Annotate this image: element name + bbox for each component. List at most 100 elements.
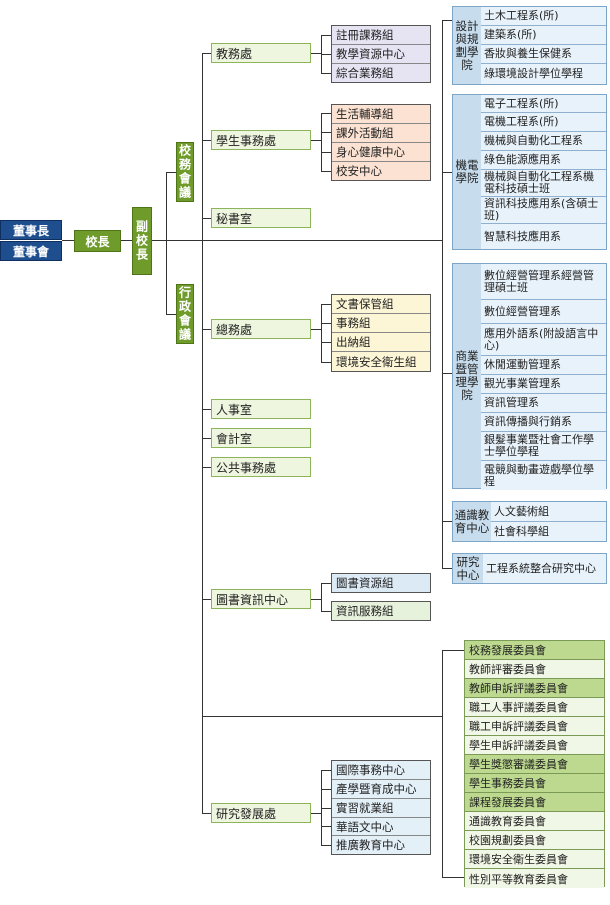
committee-item: 學生申訴評議委員會: [465, 736, 604, 755]
department-item: 應用外語系(附設語言中心): [481, 324, 606, 356]
unit-item: 出納組: [332, 333, 430, 352]
committee-item: 通識教育委員會: [465, 812, 604, 831]
office-secretariat-label: 秘書室: [216, 211, 253, 226]
school-affairs-council-box: 校務會議: [176, 142, 194, 202]
office-general-affairs-label: 總務處: [216, 322, 253, 337]
committee-item: 教師評審委員會: [465, 660, 604, 679]
committee-item: 職工人事評議委員會: [465, 698, 604, 717]
department-item: 觀光事業管理系: [481, 375, 606, 394]
vice-president-label: 副校長: [134, 220, 149, 262]
school-affairs-council-label: 校務會議: [177, 144, 192, 200]
office-student-affairs: 學生事務處: [211, 130, 311, 150]
office-student-affairs-label: 學生事務處: [216, 133, 277, 148]
unit-item: 綜合業務組: [332, 64, 430, 82]
administrative-council-label: 行政會議: [177, 286, 192, 342]
research-units: 國際事務中心 產學暨育成中心 實習就業組 華語文中心 推廣教育中心: [331, 760, 431, 855]
administrative-council-box: 行政會議: [176, 284, 194, 344]
office-research: 研究發展處: [211, 803, 311, 823]
board-chair-box: 董事長: [0, 220, 62, 240]
academic-units: 註冊課務組 教學資源中心 綜合業務組: [331, 25, 431, 83]
college-engineering: 機電學院 電子工程系(所) 電機工程系(所) 機械與自動化工程系 綠色能源應用系…: [452, 94, 607, 250]
office-library: 圖書資訊中心: [211, 589, 311, 609]
department-item: 數位經營管理系經營管理碩士班: [481, 264, 606, 300]
committee-item: 性別平等教育委員會: [465, 869, 604, 888]
committee-item: 學生事務委員會: [465, 774, 604, 793]
college-general-ed-name: 通識教育中心: [453, 502, 492, 541]
department-item: 建築系(所): [481, 26, 606, 45]
unit-item: 環境安全衛生組: [332, 352, 430, 371]
department-item: 機械與自動化工程系: [481, 132, 606, 151]
department-item: 休閒運動管理系: [481, 356, 606, 375]
library-unit-resources: 圖書資源組: [331, 573, 431, 593]
unit-item: 生活輔導組: [332, 105, 430, 124]
unit-item: 註冊課務組: [332, 26, 430, 45]
student-affairs-units: 生活輔導組 課外活動組 身心健康中心 校安中心: [331, 104, 431, 181]
committee-item: 校務發展委員會: [465, 641, 604, 660]
committee-item: 教師申訴評議委員會: [465, 679, 604, 698]
office-accounting: 會計室: [211, 428, 311, 448]
office-personnel-label: 人事室: [216, 402, 253, 417]
committee-item: 課程發展委員會: [465, 793, 604, 812]
unit-item: 推廣教育中心: [332, 836, 430, 854]
office-library-label: 圖書資訊中心: [216, 592, 289, 607]
department-item: 機械與自動化工程系機電科技碩士班: [481, 170, 606, 197]
unit-item: 國際事務中心: [332, 761, 430, 780]
department-item: 資訊傳播與行銷系: [481, 413, 606, 432]
research-center-name: 研究中心: [453, 554, 484, 583]
unit-item: 圖書資源組: [332, 574, 430, 592]
department-item: 綠環境設計學位學程: [481, 64, 606, 84]
college-design: 設計與規劃學院 土木工程系(所) 建築系(所) 香妝與養生保健系 綠環境設計學位…: [452, 6, 607, 85]
department-item: 智慧科技應用系: [481, 224, 606, 249]
college-engineering-name: 機電學院: [453, 95, 482, 249]
committee-item: 職工申訴評議委員會: [465, 717, 604, 736]
college-research-center: 研究中心 工程系統整合研究中心: [452, 553, 607, 584]
department-item: 電競與動畫遊戲學位學程: [481, 461, 606, 490]
office-personnel: 人事室: [211, 399, 311, 419]
college-design-name: 設計與規劃學院: [453, 7, 482, 84]
office-public-affairs-label: 公共事務處: [216, 460, 277, 475]
department-item: 社會科學組: [491, 522, 606, 541]
library-unit-services: 資訊服務組: [331, 601, 431, 621]
office-research-label: 研究發展處: [216, 806, 277, 821]
general-affairs-units: 文書保管組 事務組 出納組 環境安全衛生組: [331, 294, 431, 372]
board-box: 董事會: [0, 241, 62, 261]
board-label: 董事會: [12, 244, 49, 259]
unit-item: 文書保管組: [332, 295, 430, 314]
department-item: 香妝與養生保健系: [481, 45, 606, 64]
committee-item: 環境安全衛生委員會: [465, 850, 604, 869]
unit-item: 課外活動組: [332, 124, 430, 143]
office-academic-label: 教務處: [216, 46, 253, 61]
committees-list: 校務發展委員會 教師評審委員會 教師申訴評議委員會 職工人事評議委員會 職工申訴…: [464, 640, 605, 888]
college-business: 商業暨管理學院 數位經營管理系經營管理碩士班 數位經營管理系 應用外語系(附設語…: [452, 263, 607, 490]
unit-item: 身心健康中心: [332, 143, 430, 162]
department-item: 電子工程系(所): [481, 95, 606, 113]
department-item: 銀髮事業暨社會工作學士學位學程: [481, 432, 606, 461]
unit-item: 校安中心: [332, 162, 430, 180]
president-box: 校長: [74, 230, 121, 252]
department-item: 人文藝術組: [491, 502, 606, 522]
department-item: 綠色能源應用系: [481, 151, 606, 170]
unit-item: 華語文中心: [332, 818, 430, 836]
president-label: 校長: [85, 234, 110, 249]
board-chair-label: 董事長: [12, 223, 49, 238]
unit-item: 教學資源中心: [332, 45, 430, 64]
department-item: 土木工程系(所): [481, 7, 606, 26]
committee-item: 校園規劃委員會: [465, 831, 604, 850]
department-item: 資訊科技應用系(含碩士班): [481, 197, 606, 224]
office-accounting-label: 會計室: [216, 431, 253, 446]
college-general-ed: 通識教育中心 人文藝術組 社會科學組: [452, 501, 607, 542]
office-general-affairs: 總務處: [211, 319, 311, 339]
department-item: 數位經營管理系: [481, 300, 606, 324]
unit-item: 資訊服務組: [332, 602, 430, 620]
department-item: 電機工程系(所): [481, 113, 606, 132]
department-item: 工程系統整合研究中心: [483, 554, 606, 583]
office-academic: 教務處: [211, 43, 311, 63]
unit-item: 實習就業組: [332, 799, 430, 818]
unit-item: 產學暨育成中心: [332, 780, 430, 799]
office-public-affairs: 公共事務處: [211, 457, 311, 477]
college-business-name: 商業暨管理學院: [453, 264, 482, 488]
office-secretariat: 秘書室: [211, 208, 311, 228]
vice-president-box: 副校長: [132, 207, 152, 275]
department-item: 資訊管理系: [481, 394, 606, 413]
committee-item: 學生獎懲審議委員會: [465, 755, 604, 774]
